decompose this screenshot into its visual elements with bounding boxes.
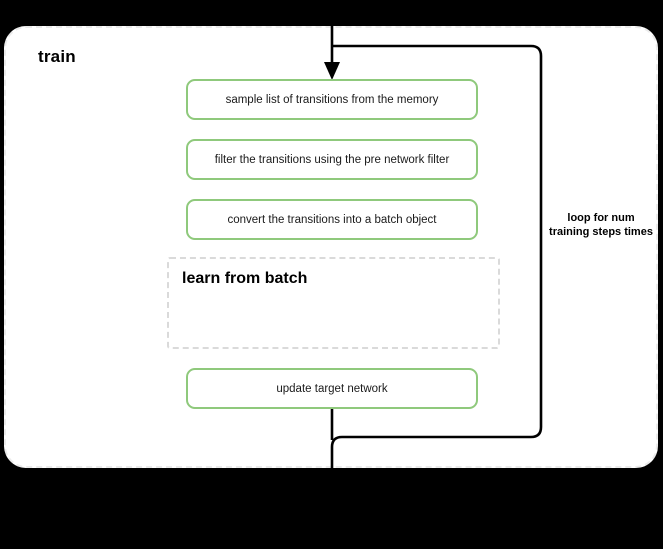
step-label: sample list of transitions from the memo…	[225, 93, 439, 106]
step-label: convert the transitions into a batch obj…	[227, 213, 437, 226]
loop-label: loop for num training steps times	[549, 212, 653, 238]
step-box-sample[interactable]: sample list of transitions from the memo…	[186, 79, 478, 120]
subgraph-title: learn from batch	[182, 270, 308, 287]
step-label: update target network	[276, 382, 388, 395]
step-label: filter the transitions using the pre net…	[214, 153, 450, 166]
step-box-update-target-network[interactable]: update target network	[186, 368, 478, 409]
page-title: train	[38, 47, 76, 66]
subgraph-learn-from-batch[interactable]: learn from batch	[167, 257, 500, 349]
step-box-filter[interactable]: filter the transitions using the pre net…	[186, 139, 478, 180]
step-box-convert[interactable]: convert the transitions into a batch obj…	[186, 199, 478, 240]
